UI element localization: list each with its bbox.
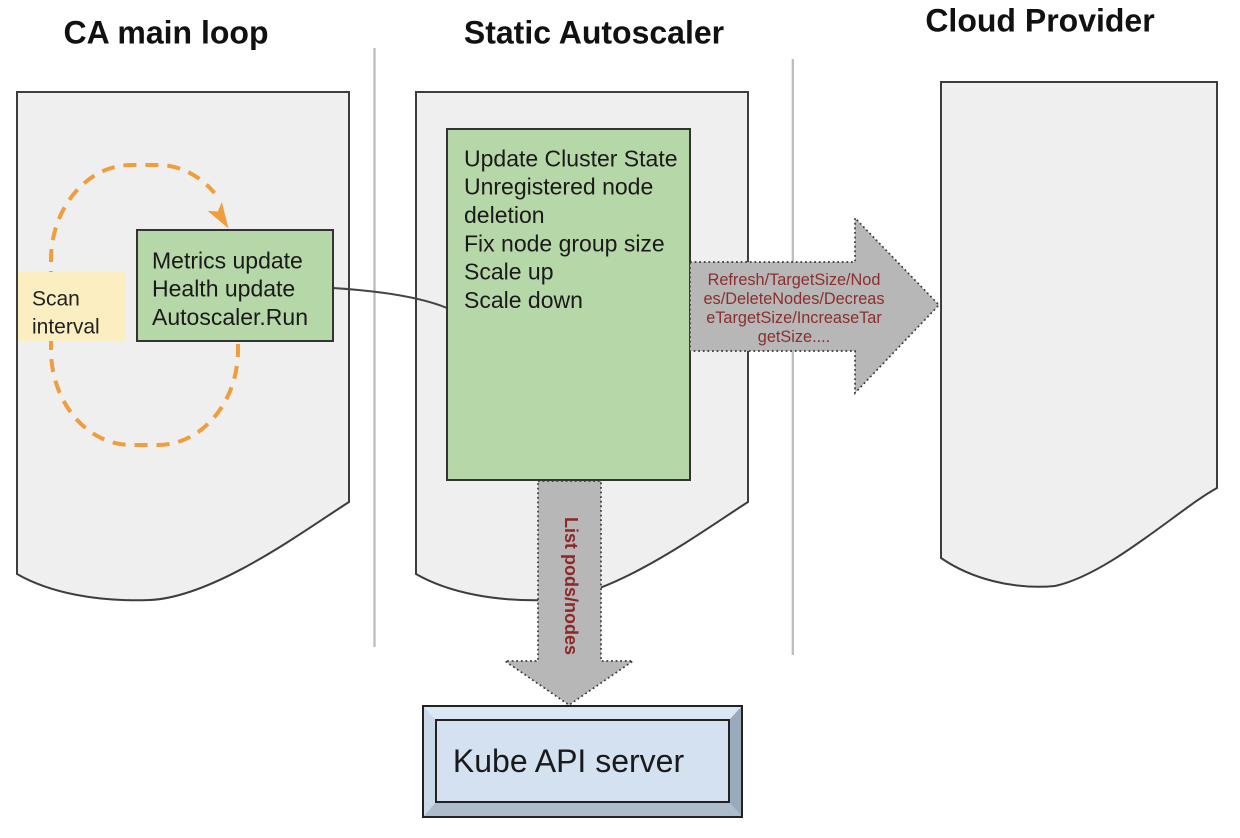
svg-text:Autoscaler.Run: Autoscaler.Run xyxy=(152,304,308,330)
svg-text:Metrics update: Metrics update xyxy=(152,247,303,273)
svg-text:Scale down: Scale down xyxy=(464,287,583,313)
svg-text:eTargetSize/IncreaseTar: eTargetSize/IncreaseTar xyxy=(706,309,882,327)
svg-text:Update Cluster State: Update Cluster State xyxy=(464,145,678,171)
svg-text:Unregistered node: Unregistered node xyxy=(464,174,653,200)
svg-text:interval: interval xyxy=(32,316,100,339)
svg-text:Kube API server: Kube API server xyxy=(453,743,685,779)
svg-text:List pods/nodes: List pods/nodes xyxy=(561,517,581,655)
svg-text:deletion: deletion xyxy=(464,202,545,228)
svg-text:Scale up: Scale up xyxy=(464,259,554,285)
svg-text:Static Autoscaler: Static Autoscaler xyxy=(464,15,724,51)
svg-text:Scan: Scan xyxy=(32,288,80,311)
svg-text:Fix node group size: Fix node group size xyxy=(464,230,665,256)
svg-text:Health update: Health update xyxy=(152,276,295,302)
svg-text:Cloud Provider: Cloud Provider xyxy=(925,3,1154,39)
svg-text:Refresh/TargetSize/Nod: Refresh/TargetSize/Nod xyxy=(708,271,881,289)
svg-text:getSize....: getSize.... xyxy=(758,328,830,346)
svg-text:es/DeleteNodes/Decreas: es/DeleteNodes/Decreas xyxy=(704,290,885,308)
svg-text:CA main loop: CA main loop xyxy=(63,15,268,51)
